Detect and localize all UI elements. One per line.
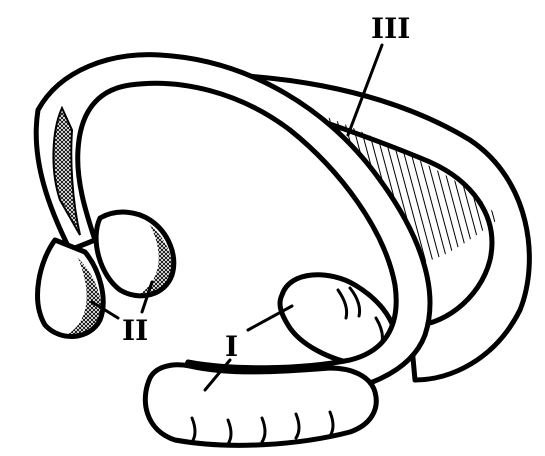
label-III: III bbox=[371, 12, 410, 45]
label-I: I bbox=[225, 330, 238, 363]
label-II: II bbox=[122, 314, 148, 347]
inner-tail bbox=[145, 365, 376, 446]
